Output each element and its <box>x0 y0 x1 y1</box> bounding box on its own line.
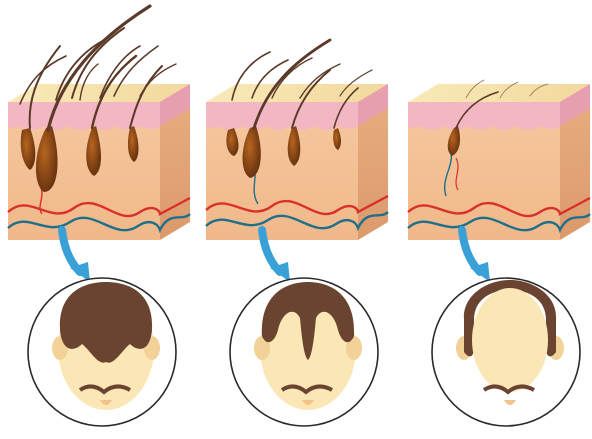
skin-block-2 <box>206 40 388 240</box>
skin-block-1 <box>8 6 190 240</box>
stage-3 <box>408 80 590 426</box>
head-illustration <box>432 278 580 426</box>
skin-block-3 <box>408 80 590 240</box>
head-illustration <box>28 278 176 426</box>
stage-2 <box>206 40 388 426</box>
bald-scalp <box>472 288 548 392</box>
epidermis-band <box>408 102 560 130</box>
scalp-surface <box>408 84 590 102</box>
stage-1 <box>8 6 190 426</box>
head-illustration <box>230 278 378 426</box>
